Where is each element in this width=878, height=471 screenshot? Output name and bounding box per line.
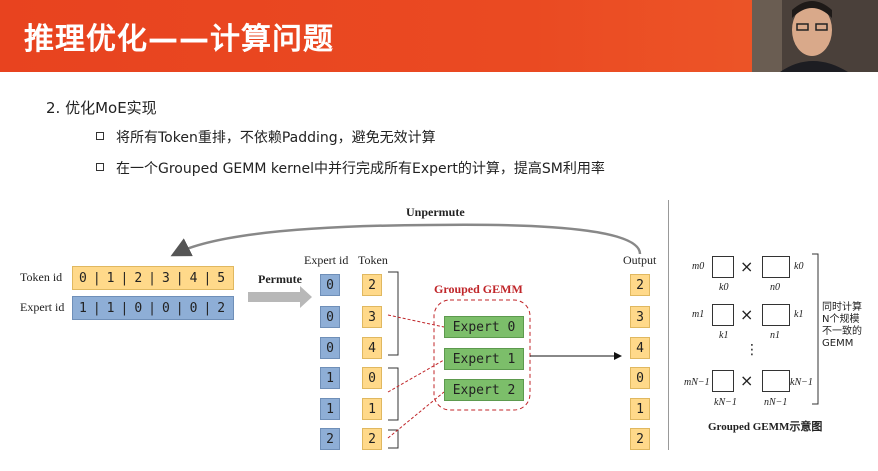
grouped-gemm-label: Grouped GEMM <box>434 282 523 296</box>
matrix-b-box <box>762 256 790 278</box>
m-label: mN−1 <box>684 377 710 388</box>
n-label: n1 <box>770 330 780 341</box>
token-id-2: 2 <box>134 270 143 286</box>
sorted-expert-id-cell: 2 <box>320 428 340 450</box>
slide-title: 推理优化——计算问题 <box>24 22 334 57</box>
expert-id-4: 0 <box>189 300 198 316</box>
k-label: k1 <box>719 330 729 341</box>
output-cell: 2 <box>630 428 650 450</box>
col-token-header: Token <box>358 253 388 267</box>
sorted-expert-id-cell: 1 <box>320 367 340 389</box>
output-cell: 3 <box>630 306 650 328</box>
bullet-icon <box>96 163 104 171</box>
token-id-bar: 0| 1| 2| 3| 4| 5 <box>72 266 234 290</box>
expert-id-5: 2 <box>217 300 226 316</box>
k-right-label: k0 <box>794 261 804 272</box>
matrix-b-box <box>762 304 790 326</box>
n-label: nN−1 <box>764 397 788 408</box>
times-sign: × <box>740 305 754 324</box>
side-label-4: GEMM <box>822 338 854 349</box>
sorted-token-cell: 1 <box>362 398 382 420</box>
matrix-a-box <box>712 256 734 278</box>
output-cell: 1 <box>630 398 650 420</box>
presenter-webcam <box>752 0 878 72</box>
divider <box>668 200 669 450</box>
sorted-token-cell: 0 <box>362 367 382 389</box>
expert-id-1: 1 <box>106 300 115 316</box>
bullet-text-2: 在一个Grouped GEMM kernel中并行完成所有Expert的计算，提… <box>116 161 605 177</box>
col-output-header: Output <box>623 253 657 267</box>
times-sign: × <box>740 257 754 276</box>
matrix-b-box <box>762 370 790 392</box>
section-heading: 2. 优化MoE实现 <box>46 99 157 117</box>
unpermute-label: Unpermute <box>406 205 465 219</box>
times-sign: × <box>740 371 754 390</box>
expert-id-bar: 1| 1| 0| 0| 0| 2 <box>72 296 234 320</box>
output-cell: 4 <box>630 337 650 359</box>
k-right-label: kN−1 <box>790 377 813 388</box>
sorted-token-cell: 2 <box>362 274 382 296</box>
k-right-label: k1 <box>794 309 804 320</box>
expert-box: Expert 0 <box>444 316 524 338</box>
sorted-token-cell: 3 <box>362 306 382 328</box>
token-id-4: 4 <box>189 270 198 286</box>
output-cell: 2 <box>630 274 650 296</box>
schematic-caption: Grouped GEMM示意图 <box>708 421 823 433</box>
m-label: m0 <box>692 261 705 272</box>
token-id-0: 0 <box>79 270 87 286</box>
bullet-icon <box>96 132 104 140</box>
side-label-1: 同时计算 <box>822 302 862 313</box>
k-label: k0 <box>719 282 729 293</box>
presenter-video-image <box>752 0 878 72</box>
output-cell: 0 <box>630 367 650 389</box>
token-id-5: 5 <box>217 270 226 286</box>
col-expert-id-header: Expert id <box>304 253 349 267</box>
sorted-expert-id-cell: 0 <box>320 274 340 296</box>
expert-id-2: 0 <box>134 300 143 316</box>
expert-id-0: 1 <box>79 300 87 316</box>
side-label-3: 不一致的 <box>822 326 862 337</box>
permute-label: Permute <box>258 272 302 286</box>
matrix-a-box <box>712 304 734 326</box>
expert-id-3: 0 <box>161 300 170 316</box>
side-label-2: N个规模 <box>822 314 860 325</box>
sorted-token-cell: 2 <box>362 428 382 450</box>
k-label: kN−1 <box>714 397 737 408</box>
expert-id-label: Expert id <box>20 300 65 314</box>
sorted-expert-id-cell: 0 <box>320 306 340 328</box>
token-id-label: Token id <box>20 270 63 284</box>
token-id-1: 1 <box>106 270 115 286</box>
slide-header: 推理优化——计算问题 <box>0 0 878 72</box>
matrix-a-box <box>712 370 734 392</box>
sorted-token-cell: 4 <box>362 337 382 359</box>
ellipsis-dots: ⋮ <box>745 342 759 358</box>
bullet-text-1: 将所有Token重排，不依赖Padding，避免无效计算 <box>116 130 436 146</box>
sorted-expert-id-cell: 0 <box>320 337 340 359</box>
expert-box: Expert 1 <box>444 348 524 370</box>
expert-box: Expert 2 <box>444 379 524 401</box>
n-label: n0 <box>770 282 780 293</box>
sorted-expert-id-cell: 1 <box>320 398 340 420</box>
m-label: m1 <box>692 309 705 320</box>
token-id-3: 3 <box>161 270 170 286</box>
